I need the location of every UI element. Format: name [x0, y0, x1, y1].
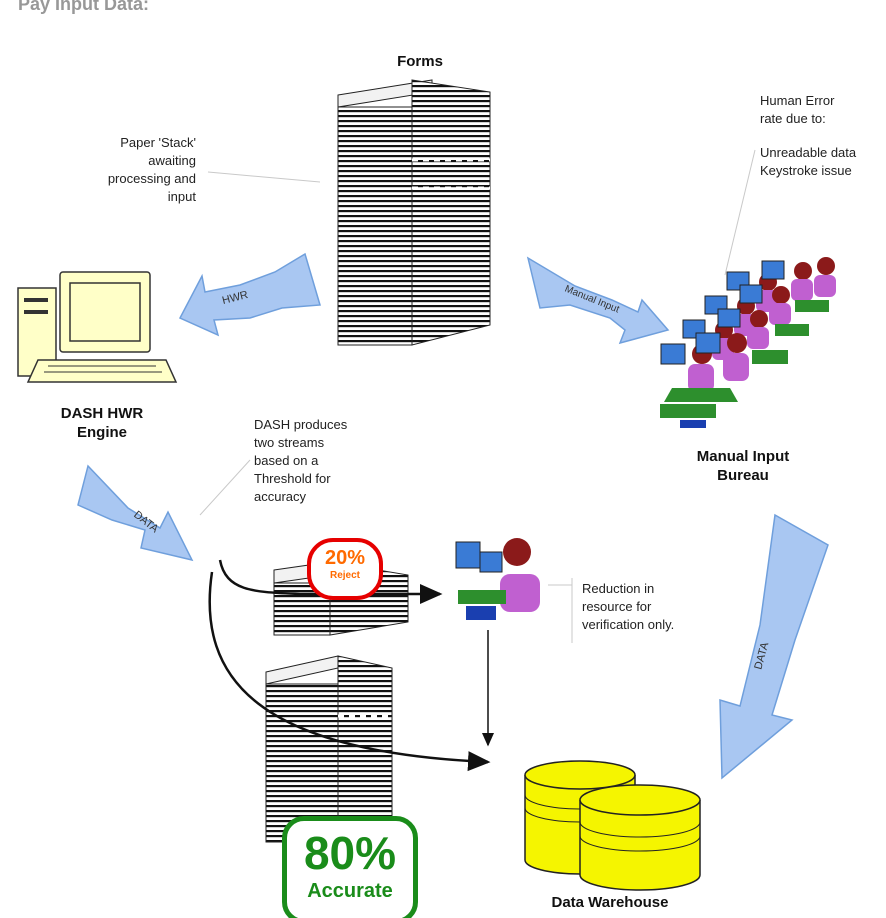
manual-input-bureau-icon	[660, 257, 836, 428]
forms-stack	[337, 79, 491, 346]
data-arrow-right	[719, 513, 829, 780]
manual-input-arrow	[526, 256, 670, 345]
hwr-arrow	[178, 252, 321, 337]
accurate-badge: 80% Accurate	[282, 816, 418, 918]
dash-streams-leader	[199, 459, 251, 516]
reject-badge: 20% Reject	[307, 538, 383, 600]
verification-worker-icon	[455, 538, 540, 620]
computer-icon	[17, 271, 178, 383]
data-arrow-left	[77, 464, 194, 562]
reject-percent: 20%	[324, 547, 366, 569]
reject-label: Reject	[329, 570, 360, 581]
reject-flow-line	[218, 559, 443, 604]
accurate-flow-line	[208, 571, 491, 772]
human-error-leader	[724, 149, 756, 276]
accurate-label: Accurate	[307, 880, 393, 902]
data-warehouse-label: Data Warehouse	[551, 894, 669, 911]
forms-label: Forms	[397, 53, 443, 70]
page-title: Pay Input Data:	[18, 0, 150, 14]
data-warehouse-icon	[524, 760, 701, 891]
paper-stack-leader	[207, 171, 321, 183]
accurate-percent: 80%	[303, 827, 397, 879]
